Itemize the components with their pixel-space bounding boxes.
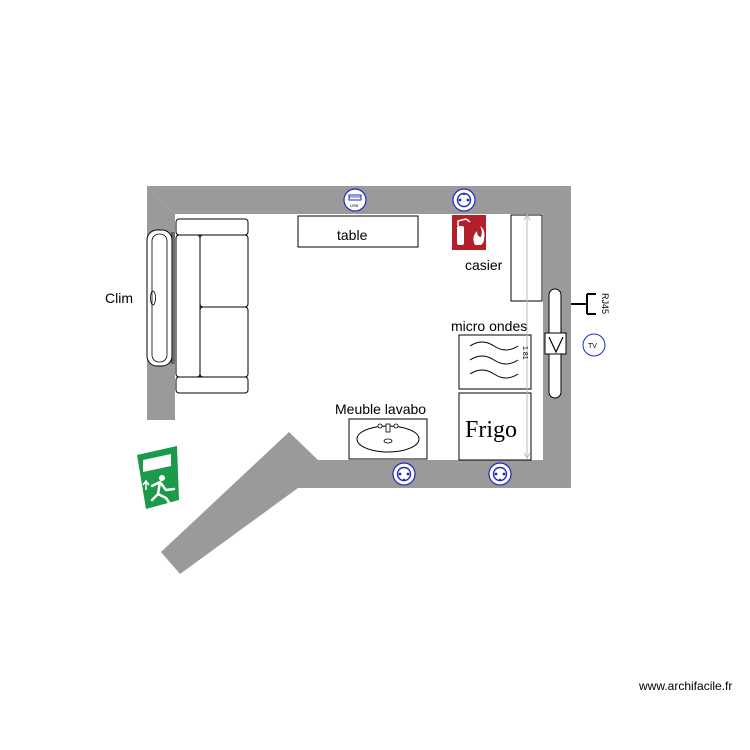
- right-wall-window[interactable]: [544, 288, 567, 399]
- rj45-label: RJ45: [600, 293, 610, 314]
- table-label: table: [337, 227, 368, 243]
- power-outlet-icon[interactable]: [488, 462, 512, 486]
- fridge[interactable]: [458, 392, 532, 461]
- tv-outlet-icon[interactable]: [582, 333, 606, 357]
- emergency-exit-icon[interactable]: [137, 446, 179, 509]
- casier-label: casier: [465, 257, 503, 273]
- sink-cabinet[interactable]: [348, 418, 428, 460]
- frigo-label: Frigo: [465, 417, 517, 443]
- rj45-outlet-icon[interactable]: [571, 293, 596, 315]
- table[interactable]: [297, 215, 419, 248]
- wall-diagonal: [161, 432, 318, 574]
- usb-outlet-icon[interactable]: [343, 188, 367, 212]
- clim-label: Clim: [105, 290, 133, 306]
- meuble-lavabo-label: Meuble lavabo: [335, 401, 426, 417]
- power-outlet-icon[interactable]: [392, 462, 416, 486]
- sofa[interactable]: [175, 218, 249, 394]
- micro-ondes-label: micro ondes: [451, 318, 527, 334]
- microwave[interactable]: [458, 334, 532, 390]
- watermark[interactable]: www.archifacile.fr: [638, 679, 732, 693]
- tv-label: TV: [588, 343, 597, 350]
- dimension-label: 1.81: [521, 346, 528, 360]
- air-conditioner[interactable]: [146, 229, 175, 367]
- power-outlet-icon[interactable]: [452, 188, 476, 212]
- fire-extinguisher-icon[interactable]: [452, 215, 486, 250]
- dimension-line: [523, 214, 531, 459]
- usb-label: USB: [350, 203, 359, 208]
- wall-bottom: [296, 460, 571, 488]
